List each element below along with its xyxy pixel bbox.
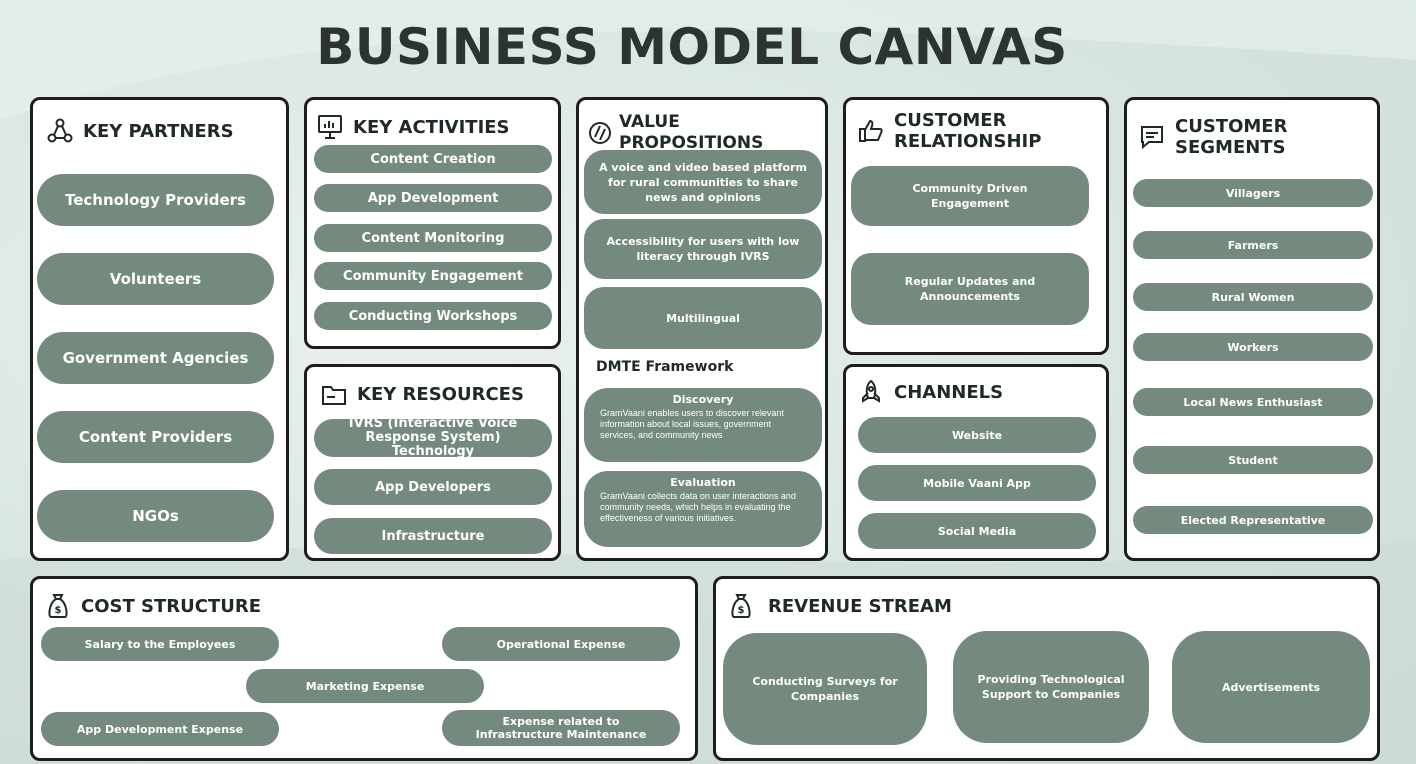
framework-item-desc: GramVaani collects data on user interact… bbox=[600, 491, 796, 523]
value-item: Multilingual bbox=[584, 287, 822, 349]
channel-item: Website bbox=[858, 417, 1096, 453]
key-partners-header: KEY PARTNERS bbox=[47, 118, 234, 144]
segment-item: Elected Representative bbox=[1133, 506, 1373, 534]
cost-structure-panel: $ COST STRUCTURE Salary to the Employees… bbox=[30, 576, 698, 761]
cost-structure-header: $ COST STRUCTURE bbox=[45, 593, 261, 619]
partner-item: NGOs bbox=[37, 490, 274, 542]
partner-item: Content Providers bbox=[37, 411, 274, 463]
cost-item: App Development Expense bbox=[41, 712, 279, 746]
framework-item-title: Evaluation bbox=[670, 476, 736, 489]
customer-segments-panel: CUSTOMER SEGMENTS Villagers Farmers Rura… bbox=[1124, 97, 1380, 561]
customer-segments-title: CUSTOMER SEGMENTS bbox=[1175, 116, 1288, 158]
key-partners-panel: KEY PARTNERS Technology Providers Volunt… bbox=[30, 97, 289, 561]
relationship-item: Regular Updates and Announcements bbox=[851, 253, 1089, 325]
segment-item: Local News Enthusiast bbox=[1133, 388, 1373, 416]
channels-title: CHANNELS bbox=[894, 381, 1004, 403]
cost-item: Operational Expense bbox=[442, 627, 680, 661]
svg-text:$: $ bbox=[55, 605, 62, 616]
value-propositions-title: VALUE PROPOSITIONS bbox=[619, 112, 764, 153]
key-resources-panel: KEY RESOURCES IVRS (Interactive Voice Re… bbox=[304, 364, 561, 561]
cost-item: Marketing Expense bbox=[246, 669, 484, 703]
framework-item: Evaluation GramVaani collects data on us… bbox=[584, 471, 822, 547]
key-resources-header: KEY RESOURCES bbox=[321, 381, 524, 407]
framework-item: Discovery GramVaani enables users to dis… bbox=[584, 388, 822, 462]
resource-item: App Developers bbox=[314, 469, 552, 505]
activity-item: Community Engagement bbox=[314, 262, 552, 290]
partner-item: Volunteers bbox=[37, 253, 274, 305]
revenue-stream-header: $ REVENUE STREAM bbox=[728, 593, 952, 619]
cost-item: Salary to the Employees bbox=[41, 627, 279, 661]
segment-item: Farmers bbox=[1133, 231, 1373, 259]
segment-item: Workers bbox=[1133, 333, 1373, 361]
chat-icon bbox=[1141, 126, 1163, 150]
framework-title: DMTE Framework bbox=[596, 359, 734, 375]
cost-structure-title: COST STRUCTURE bbox=[81, 595, 261, 617]
value-propositions-panel: VALUE PROPOSITIONS A voice and video bas… bbox=[576, 97, 828, 561]
value-item: A voice and video based platform for rur… bbox=[584, 150, 822, 214]
resource-item: IVRS (Interactive Voice Response System)… bbox=[314, 417, 552, 459]
framework-item-title: Discovery bbox=[672, 393, 734, 406]
activity-item: App Development bbox=[314, 184, 552, 212]
revenue-stream-title: REVENUE STREAM bbox=[768, 595, 952, 617]
channels-header: CHANNELS bbox=[858, 379, 1003, 405]
value-icon bbox=[589, 122, 611, 144]
revenue-item: Advertisements bbox=[1172, 631, 1370, 743]
key-resources-title: KEY RESOURCES bbox=[357, 383, 524, 405]
chart-board-icon bbox=[318, 115, 342, 139]
key-partners-title: KEY PARTNERS bbox=[83, 120, 234, 142]
activity-item: Conducting Workshops bbox=[314, 302, 552, 330]
channel-item: Mobile Vaani App bbox=[858, 465, 1096, 501]
key-activities-title: KEY ACTIVITIES bbox=[353, 116, 510, 138]
key-activities-panel: KEY ACTIVITIES Content Creation App Deve… bbox=[304, 97, 561, 349]
key-activities-header: KEY ACTIVITIES bbox=[317, 114, 510, 140]
network-icon bbox=[47, 118, 73, 143]
activity-item: Content Monitoring bbox=[314, 224, 552, 252]
segment-item: Student bbox=[1133, 446, 1373, 474]
value-item: Accessibility for users with low literac… bbox=[584, 219, 822, 279]
customer-relationship-panel: CUSTOMER RELATIONSHIP Community Driven E… bbox=[843, 97, 1109, 355]
value-propositions-header: VALUE PROPOSITIONS bbox=[587, 112, 825, 154]
customer-relationship-header: CUSTOMER RELATIONSHIP bbox=[858, 110, 1044, 152]
money-bag-icon: $ bbox=[731, 594, 751, 618]
segment-item: Rural Women bbox=[1133, 283, 1373, 311]
revenue-stream-panel: $ REVENUE STREAM Conducting Surveys for … bbox=[713, 576, 1380, 761]
thumbs-up-icon bbox=[859, 119, 883, 142]
channel-item: Social Media bbox=[858, 513, 1096, 549]
customer-segments-header: CUSTOMER SEGMENTS bbox=[1139, 116, 1305, 158]
relationship-item: Community Driven Engagement bbox=[851, 166, 1089, 226]
framework-item-desc: GramVaani enables users to discover rele… bbox=[600, 408, 784, 440]
revenue-item: Conducting Surveys for Companies bbox=[723, 633, 927, 745]
customer-relationship-title: CUSTOMER RELATIONSHIP bbox=[894, 110, 1042, 152]
folder-icon bbox=[322, 386, 346, 405]
page-title: BUSINESS MODEL CANVAS bbox=[316, 18, 1068, 76]
rocket-icon bbox=[862, 379, 880, 403]
revenue-item: Providing Technological Support to Compa… bbox=[953, 631, 1149, 743]
money-bag-icon: $ bbox=[48, 594, 68, 618]
resource-item: Infrastructure bbox=[314, 518, 552, 554]
activity-item: Content Creation bbox=[314, 145, 552, 173]
segment-item: Villagers bbox=[1133, 179, 1373, 207]
svg-text:$: $ bbox=[738, 605, 745, 616]
cost-item: Expense related to Infrastructure Mainte… bbox=[442, 710, 680, 746]
partner-item: Technology Providers bbox=[37, 174, 274, 226]
channels-panel: CHANNELS Website Mobile Vaani App Social… bbox=[843, 364, 1109, 561]
partner-item: Government Agencies bbox=[37, 332, 274, 384]
